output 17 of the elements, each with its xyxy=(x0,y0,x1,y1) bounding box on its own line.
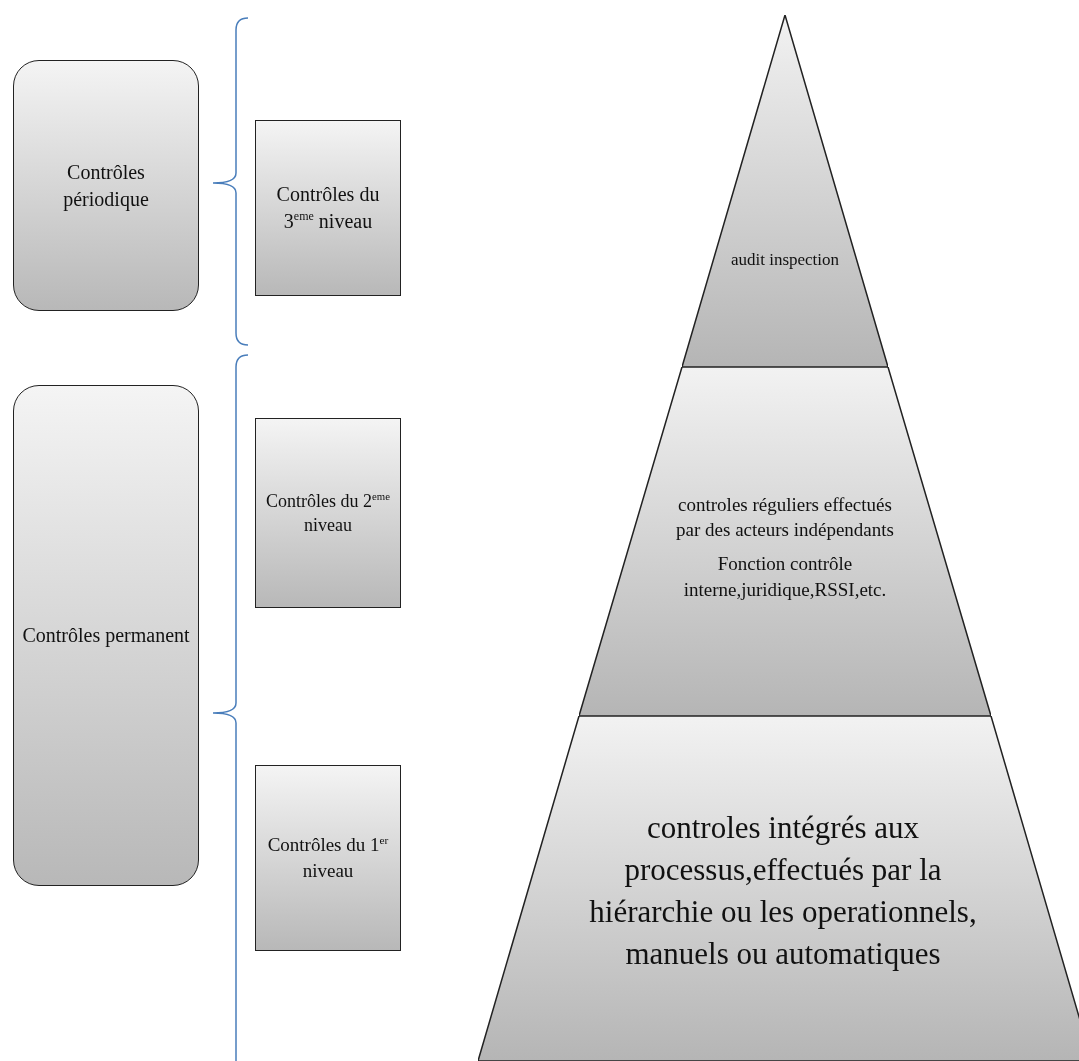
box-label: Contrôles du 1$^{er}$ niveau xyxy=(266,833,390,883)
tier-text: controles réguliers effectués par des acteurs indépendants xyxy=(675,492,895,543)
level-box xyxy=(255,418,401,608)
box-label: Contrôles du 2$^{eme}$ niveau xyxy=(265,488,391,537)
pyramid-tier xyxy=(682,15,888,367)
tier-text: controles intégrés aux processus,effectués par la hiérarchie ou les operationnels, manuels ou automatiques xyxy=(588,809,978,973)
rounded-box xyxy=(13,60,199,311)
rounded-box xyxy=(13,385,199,886)
level-box xyxy=(255,765,401,951)
box-label: Contrôles du 3$^{eme}$ niveau xyxy=(275,182,381,234)
level-box xyxy=(255,120,401,296)
box-label: Contrôles périodique xyxy=(62,159,150,213)
pyramid-tier xyxy=(478,716,1079,1061)
pyramid-tier xyxy=(579,367,991,716)
tier-text: Fonction contrôle interne,juridique,RSSI,etc. xyxy=(682,552,888,602)
tier-text: audit inspection xyxy=(730,248,840,271)
box-label: Contrôles permanent xyxy=(22,623,190,649)
